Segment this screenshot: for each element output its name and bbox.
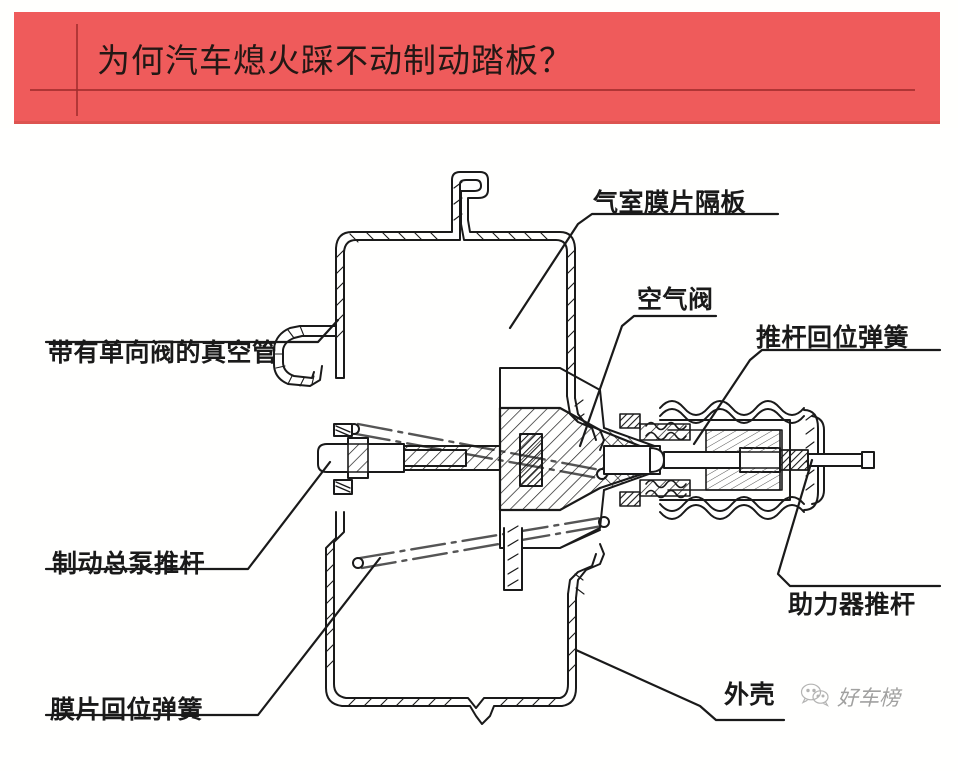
diagram-linework [44,171,942,725]
watermark-account-name: 好车榜 [837,685,900,710]
brake-master-cylinder-pushrod [317,437,501,479]
header-vertical-rule [76,24,78,116]
leader-housing [574,648,786,722]
label-housing: 外壳 [724,680,776,709]
watermark: 好车榜 [800,681,900,712]
leader-master-pushrod [44,460,332,571]
label-air-valve: 空气阀 [637,285,714,314]
pushrod-seal-boss [333,423,353,495]
air-valve-assembly [603,413,791,507]
leader-booster-pushrod [776,458,942,588]
label-diaphragm-spring: 膜片回位弹簧 [50,695,204,724]
header-horizontal-rule [30,89,915,91]
leader-lines [44,212,942,722]
housing-upper-shell [335,171,576,399]
header-banner [14,12,940,124]
label-booster-pushrod: 助力器推杆 [788,590,916,619]
brake-booster-diagram [44,171,942,725]
wechat-icon [800,681,830,712]
housing-lower-shell [325,511,577,725]
header-banner-bottom-edge [14,121,940,124]
vacuum-tube-with-check-valve [273,325,337,387]
label-master-pushrod: 制动总泵推杆 [52,549,206,578]
diaphragm-return-spring-upper [352,516,610,570]
leader-diaphragm-spring [44,556,382,717]
pushrod-return-spring [705,429,781,491]
label-pushrod-spring: 推杆回位弹簧 [756,323,910,352]
diagram-container [0,128,958,771]
page-title: 为何汽车熄火踩不动制动踏板？ [97,41,573,80]
leader-vacuum-tube [44,318,340,344]
leader-chamber-diaphragm [508,212,780,330]
lower-mount-flange [503,525,601,591]
leader-air-valve [578,314,718,448]
label-chamber-diaphragm: 气室膜片隔板 [593,188,747,217]
label-vacuum-tube: 带有单向阀的真空管 [48,338,278,367]
booster-pushrod [779,449,875,471]
leader-pushrod-spring [692,348,942,446]
valve-body-power-piston [498,367,662,549]
